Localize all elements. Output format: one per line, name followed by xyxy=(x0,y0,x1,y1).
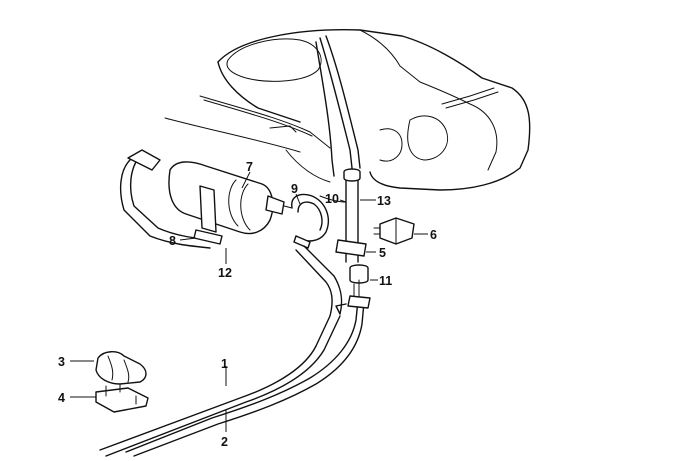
hose-clamp-9 xyxy=(291,193,330,249)
vertical-pipe xyxy=(319,168,369,301)
bracket-4 xyxy=(95,383,149,413)
fuel-filter-assembly xyxy=(119,149,293,249)
callout-7: 7 xyxy=(246,160,253,174)
callout-11: 11 xyxy=(379,274,392,288)
callout-5: 5 xyxy=(379,246,386,260)
connector-6 xyxy=(373,217,415,245)
leader-lines xyxy=(70,171,428,432)
callout-4: 4 xyxy=(58,391,65,405)
upper-hoses xyxy=(164,35,361,183)
callout-3: 3 xyxy=(58,355,65,369)
callout-13: 13 xyxy=(377,194,391,208)
fuel-lines xyxy=(99,245,371,457)
callout-6: 6 xyxy=(430,228,437,242)
callout-labels: 1 2 3 4 5 6 7 8 9 10 11 12 13 xyxy=(58,160,437,449)
callout-9: 9 xyxy=(291,182,298,196)
vehicle-body-outline xyxy=(217,29,531,191)
clip-3 xyxy=(95,351,147,385)
callout-8: 8 xyxy=(169,234,176,248)
callout-10: 10 xyxy=(325,192,339,206)
callout-12: 12 xyxy=(218,266,232,280)
callout-2: 2 xyxy=(221,435,228,449)
callout-1: 1 xyxy=(221,357,228,371)
